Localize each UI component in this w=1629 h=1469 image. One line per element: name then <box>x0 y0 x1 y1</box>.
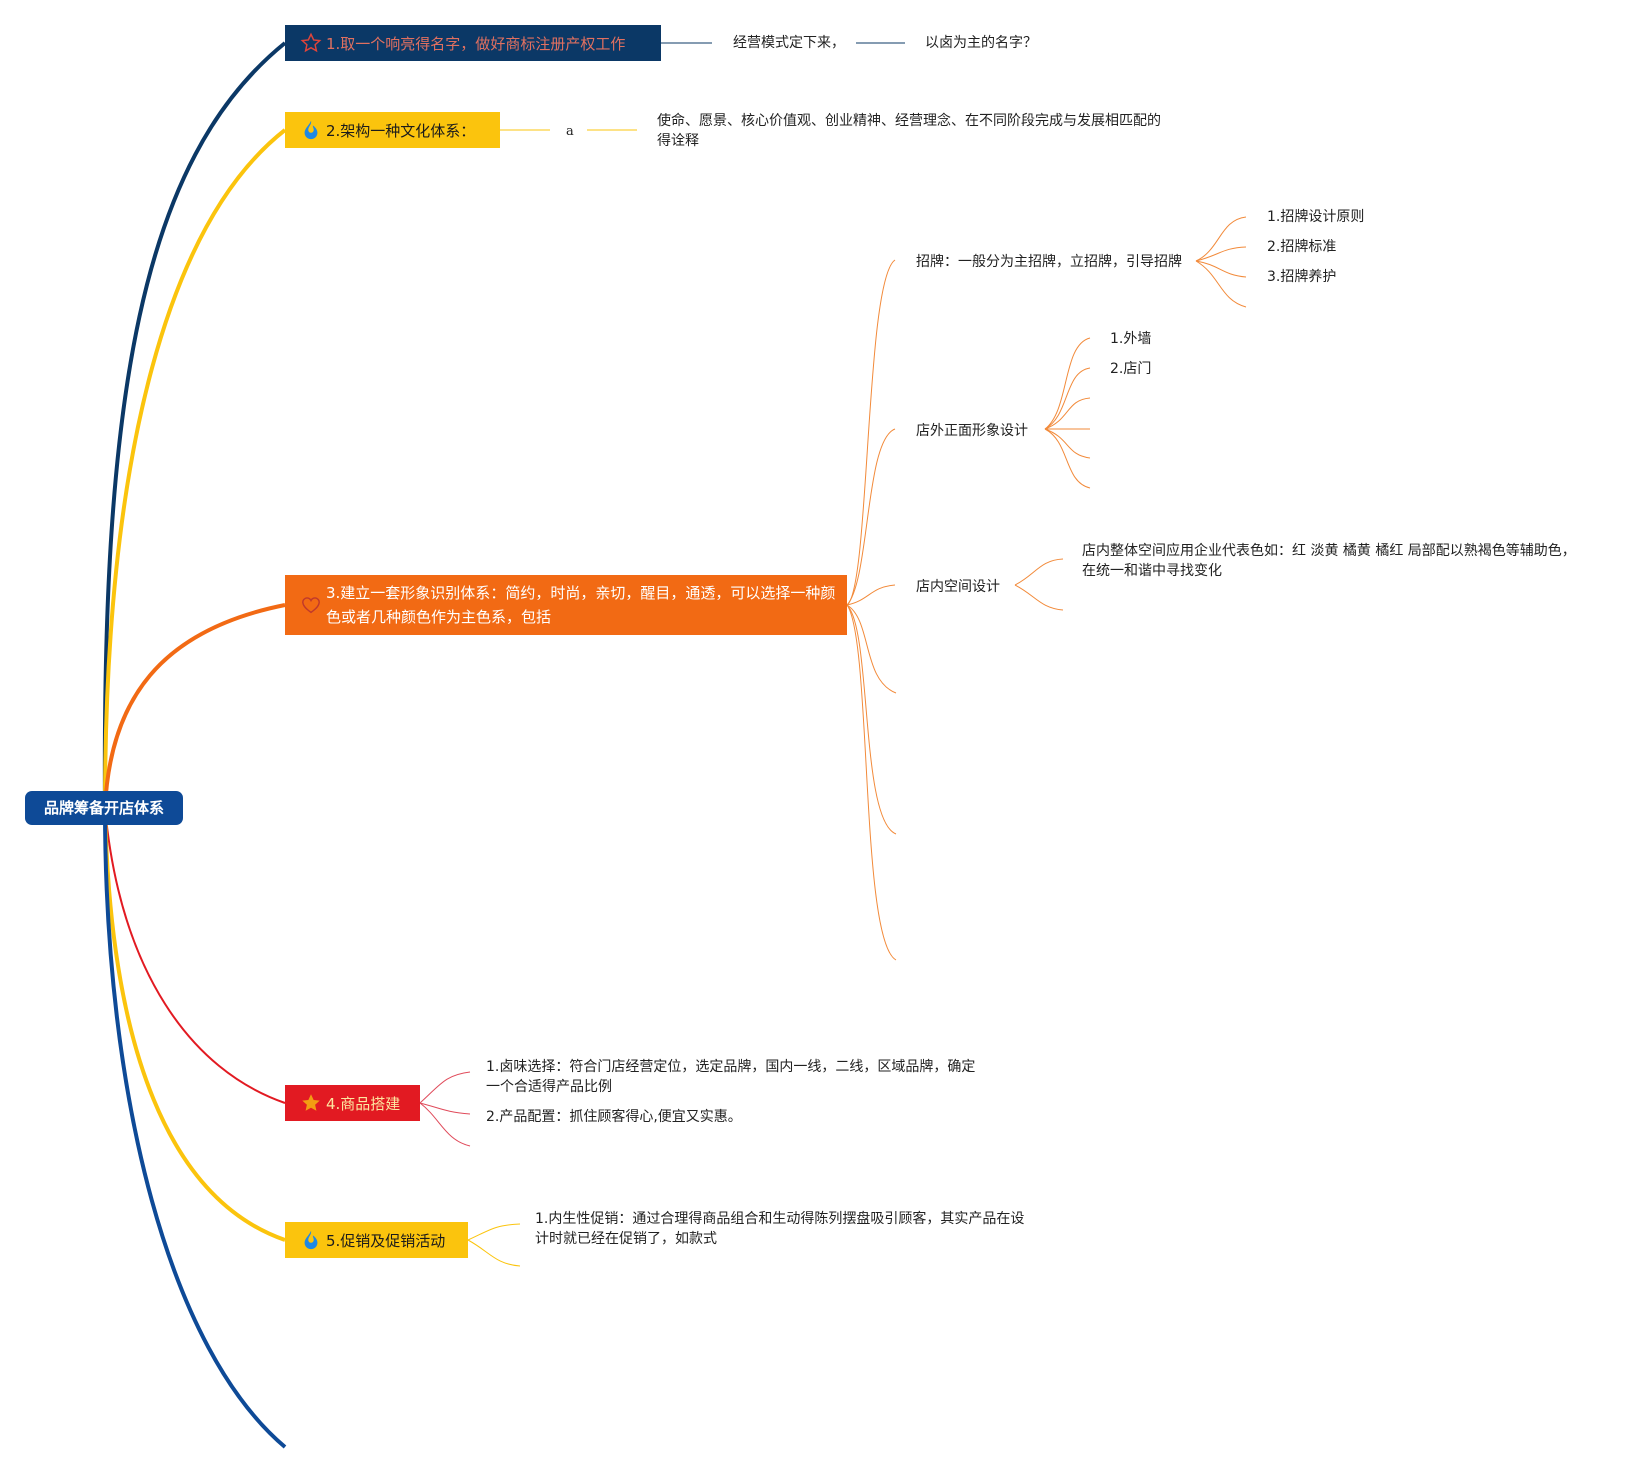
topic-4-child-2[interactable]: 2.产品配置：抓住顾客得心,便宜又实惠。 <box>486 1109 742 1125</box>
topic-1-label: 1.取一个响亮得名字，做好商标注册产权工作 <box>326 34 626 53</box>
storefront-fan <box>1044 337 1091 489</box>
storefront-child-1[interactable]: 1.外墙 <box>1110 331 1152 347</box>
topic4-fan <box>419 1071 471 1147</box>
sign-fan <box>1195 216 1247 308</box>
branch-line-bottom <box>103 807 287 1449</box>
branch-line-topic2 <box>103 128 287 809</box>
storefront-node[interactable]: 店外正面形象设计 <box>916 423 1028 439</box>
sign-child-1[interactable]: 1.招牌设计原则 <box>1267 209 1365 225</box>
storefront-child-2[interactable]: 2.店门 <box>1110 361 1152 377</box>
branch-line-topic3 <box>103 603 286 809</box>
sign-child-2[interactable]: 2.招牌标准 <box>1267 239 1337 255</box>
topic3-fan <box>846 259 897 961</box>
topic-4-node[interactable]: 4.商品搭建 <box>285 1085 420 1121</box>
topic-5-node[interactable]: 5.促销及促销活动 <box>285 1222 468 1258</box>
topic-1-child-2[interactable]: 以卤为主的名字？ <box>925 35 1037 51</box>
topic-4-child-1[interactable]: 1.卤味选择：符合门店经营定位，选定品牌，国内一线，二线，区域品牌，确定一个合适… <box>486 1059 976 1095</box>
interior-node[interactable]: 店内空间设计 <box>916 579 1000 595</box>
topic-2-node[interactable]: 2.架构一种文化体系： <box>285 112 500 148</box>
topic-2-child-1[interactable]: a <box>566 124 574 139</box>
flame-icon <box>300 1229 322 1251</box>
topic-4-label: 4.商品搭建 <box>326 1094 401 1113</box>
topic-3-label: 3.建立一套形象识别体系：简约，时尚，亲切，醒目，通透，可以选择一种颜色或者几种… <box>326 584 836 626</box>
topic-5-child-1[interactable]: 1.内生性促销：通过合理得商品组合和生动得陈列摆盘吸引顾客，其实产品在设计时就已… <box>535 1211 1025 1247</box>
topic-5-label: 5.促销及促销活动 <box>326 1231 446 1250</box>
star-filled-icon <box>300 1092 322 1114</box>
topic-3-node[interactable]: 3.建立一套形象识别体系：简约，时尚，亲切，醒目，通透，可以选择一种颜色或者几种… <box>285 575 847 635</box>
topic-2-label: 2.架构一种文化体系： <box>326 121 476 140</box>
branch-line-topic4 <box>104 807 286 1104</box>
branch-line-topic1 <box>102 41 287 809</box>
star-outline-icon <box>300 32 322 54</box>
topic-1-node[interactable]: 1.取一个响亮得名字，做好商标注册产权工作 <box>285 25 661 61</box>
heart-outline-icon <box>300 594 322 616</box>
branch-line-topic5 <box>103 807 286 1242</box>
topic5-fan <box>467 1223 521 1267</box>
interior-child-1[interactable]: 店内整体空间应用企业代表色如：红 淡黄 橘黄 橘红 局部配以熟褐色等辅助色，在统… <box>1082 543 1576 579</box>
interior-fan <box>1014 558 1064 611</box>
topic-1-child-1[interactable]: 经营模式定下来， <box>733 35 845 51</box>
flame-icon <box>300 119 322 141</box>
topic-2-child-2[interactable]: 使命、愿景、核心价值观、创业精神、经营理念、在不同阶段完成与发展相匹配的得诠释 <box>657 113 1161 149</box>
root-node[interactable]: 品牌筹备开店体系 <box>25 791 183 825</box>
sign-child-3[interactable]: 3.招牌养护 <box>1267 269 1337 285</box>
sign-node[interactable]: 招牌：一般分为主招牌，立招牌，引导招牌 <box>916 254 1182 270</box>
